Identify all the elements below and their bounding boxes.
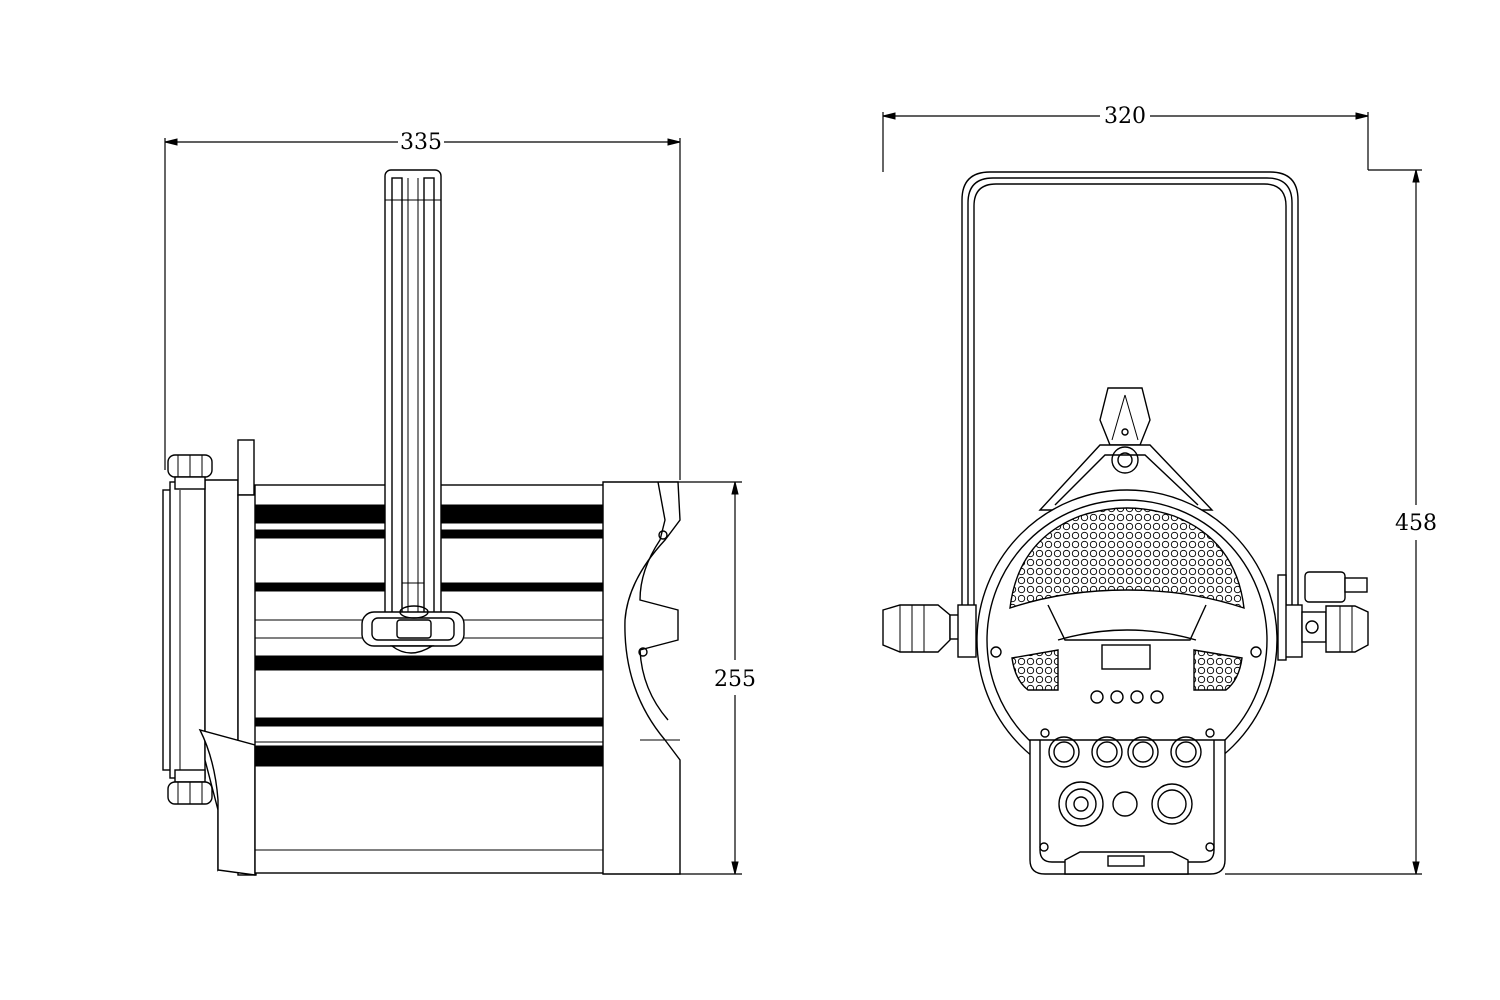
side-width-dimension: 335 (164, 130, 681, 480)
rear-width-label: 320 (1104, 104, 1146, 129)
right-yoke-knob (1277, 571, 1369, 661)
up-button (1110, 690, 1124, 704)
left-yoke-knob (882, 604, 977, 658)
upper-vent-grille (1009, 507, 1245, 641)
down-button (1130, 690, 1144, 704)
side-yoke-arm (384, 169, 442, 621)
lower-vent-grilles (1011, 649, 1243, 691)
fuse-holder (1112, 791, 1138, 817)
dmx-connectors (1048, 736, 1202, 768)
housing-screws (990, 646, 1262, 852)
control-panel (1090, 644, 1164, 704)
rear-cap (602, 481, 681, 875)
rear-width-dimension: 320 (882, 104, 1369, 172)
rear-view: 320 458 (882, 104, 1437, 875)
side-width-label: 335 (400, 130, 442, 155)
display-screen (1101, 644, 1151, 670)
side-height-label: 255 (714, 667, 756, 692)
rear-height-label: 458 (1395, 511, 1437, 536)
menu-button (1090, 690, 1104, 704)
rear-height-dimension: 458 (1225, 169, 1437, 875)
top-knob (167, 454, 213, 490)
front-flange (162, 439, 257, 876)
power-connectors (1058, 781, 1193, 827)
rear-yoke (961, 171, 1299, 625)
enter-button (1150, 690, 1164, 704)
bottom-knob (167, 769, 213, 805)
side-view: 335 255 (162, 130, 756, 876)
yoke-lock-handle (361, 605, 465, 654)
hanging-bracket (1038, 387, 1214, 511)
